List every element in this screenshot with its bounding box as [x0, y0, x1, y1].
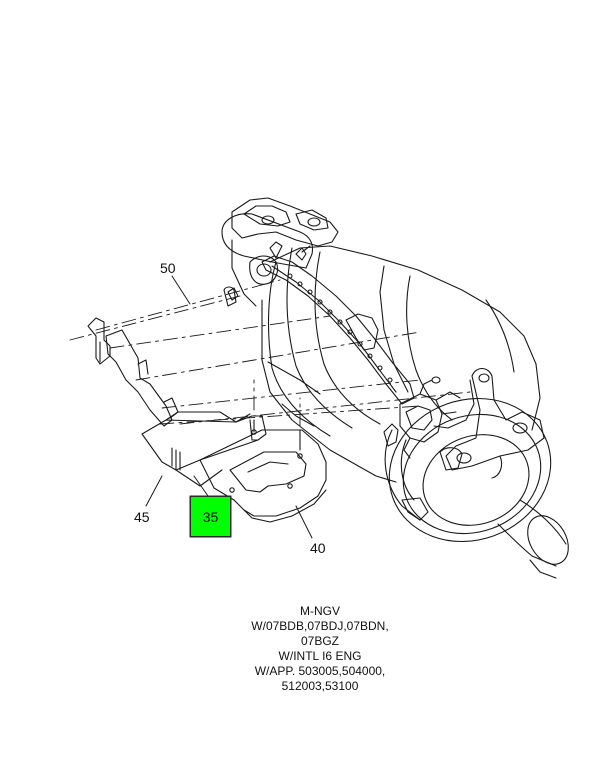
note-line: M-NGV — [300, 604, 340, 618]
note-line: W/07BDB,07BDJ,07BDN, — [251, 619, 389, 633]
callout-35-highlight — [189, 495, 232, 538]
callout-label-50[interactable]: 50 — [160, 260, 176, 276]
callout-label-45[interactable]: 45 — [134, 509, 150, 525]
heat-shield-part-40 — [175, 419, 327, 523]
note-line: 07BGZ — [300, 634, 339, 648]
projection-lines — [69, 279, 471, 427]
exhaust-aftertreatment-assembly — [221, 197, 569, 579]
leader-lines — [145, 275, 313, 539]
note-line: W/INTL I6 ENG — [278, 649, 362, 663]
note-line: 512003,53100 — [281, 679, 359, 693]
bracket-part-50 — [87, 317, 179, 427]
note-line: W/APP. 503005,504000, — [254, 664, 386, 678]
callout-label-40[interactable]: 40 — [310, 540, 326, 556]
callout-label-35[interactable]: 35 — [190, 496, 231, 537]
applicability-notes: M-NGV W/07BDB,07BDJ,07BDN, 07BGZ W/INTL … — [210, 604, 430, 694]
